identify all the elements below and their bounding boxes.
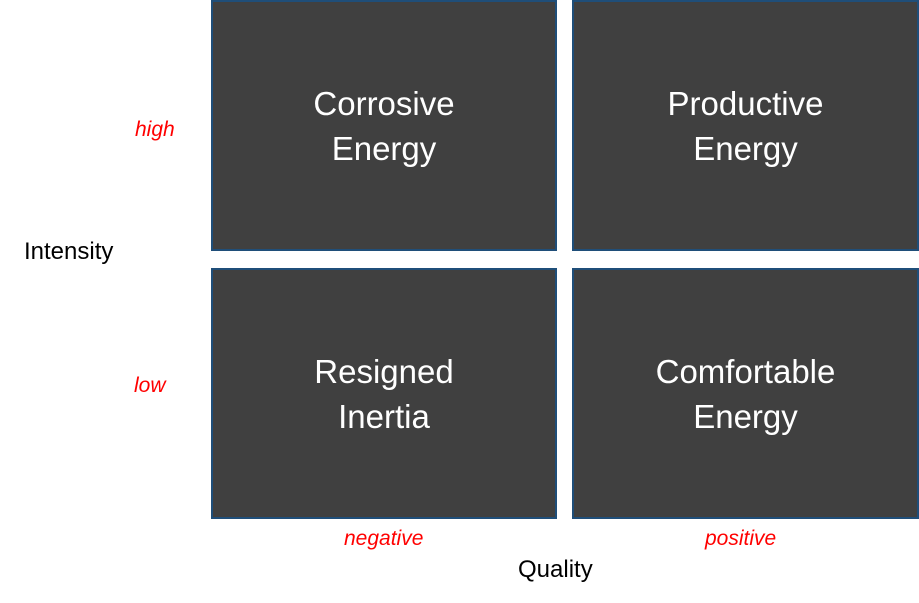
quadrant-label: Resigned Inertia: [314, 352, 454, 435]
quadrant-label: Corrosive Energy: [313, 84, 455, 167]
y-axis-title: Intensity: [24, 238, 114, 265]
quadrant-corrosive-energy: Corrosive Energy: [211, 0, 557, 251]
y-tick-high: high: [135, 118, 175, 141]
quadrant-comfortable-energy: Comfortable Energy: [572, 268, 919, 519]
x-tick-positive: positive: [705, 527, 777, 550]
x-tick-negative: negative: [344, 527, 424, 550]
quadrant-resigned-inertia: Resigned Inertia: [211, 268, 557, 519]
x-axis-title: Quality: [518, 556, 593, 583]
y-tick-low: low: [134, 374, 166, 397]
quadrant-productive-energy: Productive Energy: [572, 0, 919, 251]
quadrant-label: Productive Energy: [667, 84, 824, 167]
quadrant-label: Comfortable Energy: [655, 352, 836, 435]
